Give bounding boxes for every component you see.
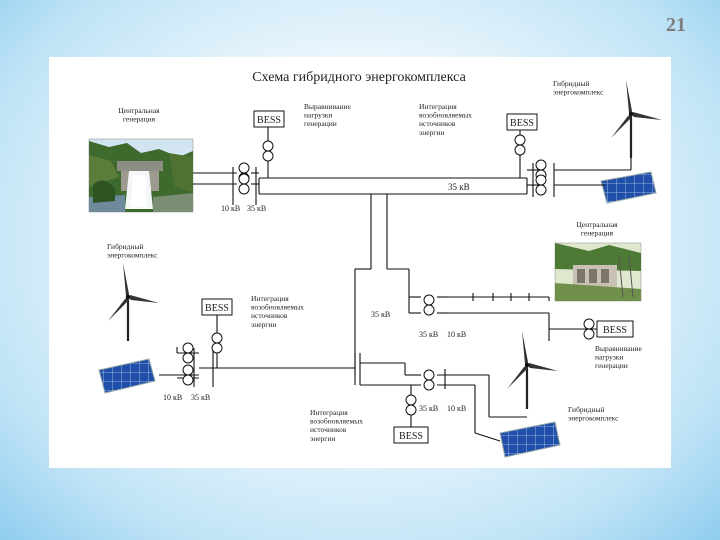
wind-turbine-icon bbox=[609, 78, 664, 160]
svg-text:BESS: BESS bbox=[399, 431, 423, 442]
svg-text:BESS: BESS bbox=[205, 303, 229, 314]
voltage-label: 10 кВ bbox=[163, 393, 182, 402]
svg-text:BESS: BESS bbox=[510, 118, 534, 129]
transformer-icon bbox=[262, 140, 274, 162]
voltage-label: 10 кВ bbox=[221, 204, 240, 213]
solar-panel-icon bbox=[499, 421, 561, 458]
bess-box: BESS bbox=[506, 113, 538, 131]
diagram-panel: Схема гибридного энергокомплекса bbox=[49, 57, 671, 468]
hybrid-energy-diagram: Схема гибридного энергокомплекса bbox=[88, 70, 664, 458]
wind-turbine-icon bbox=[106, 261, 161, 343]
transformer-icon bbox=[514, 134, 526, 156]
voltage-label: 10 кВ bbox=[447, 404, 466, 413]
power-plant-photo bbox=[554, 242, 642, 302]
voltage-label: 35 кВ bbox=[371, 310, 390, 319]
solar-panel-icon bbox=[600, 171, 657, 204]
transformer-icon bbox=[211, 332, 223, 354]
voltage-label: 35 кВ bbox=[247, 204, 266, 213]
transformer-icon bbox=[423, 294, 435, 316]
svg-text:BESS: BESS bbox=[603, 325, 627, 336]
bess-box: BESS bbox=[393, 426, 429, 444]
bess-box: BESS bbox=[201, 298, 233, 316]
voltage-label: 35 кВ bbox=[419, 330, 438, 339]
bess-box: BESS bbox=[253, 110, 285, 128]
voltage-label: 35 кВ bbox=[419, 404, 438, 413]
transformer-icon bbox=[405, 394, 417, 416]
wiring bbox=[159, 127, 632, 442]
diagram-title: Схема гибридного энергокомплекса bbox=[252, 70, 466, 85]
transformer-icon bbox=[238, 173, 250, 195]
wind-turbine-icon bbox=[505, 329, 560, 411]
slide-number: 21 bbox=[666, 14, 686, 36]
dam-photo bbox=[88, 138, 194, 213]
bess-box: BESS bbox=[596, 320, 634, 338]
solar-panel-icon bbox=[98, 358, 156, 394]
transformer-icon bbox=[423, 369, 435, 391]
svg-text:BESS: BESS bbox=[257, 115, 281, 126]
voltage-label: 10 кВ bbox=[447, 330, 466, 339]
bus-voltage-label: 35 кВ bbox=[448, 182, 470, 192]
voltage-label: 35 кВ bbox=[191, 393, 210, 402]
